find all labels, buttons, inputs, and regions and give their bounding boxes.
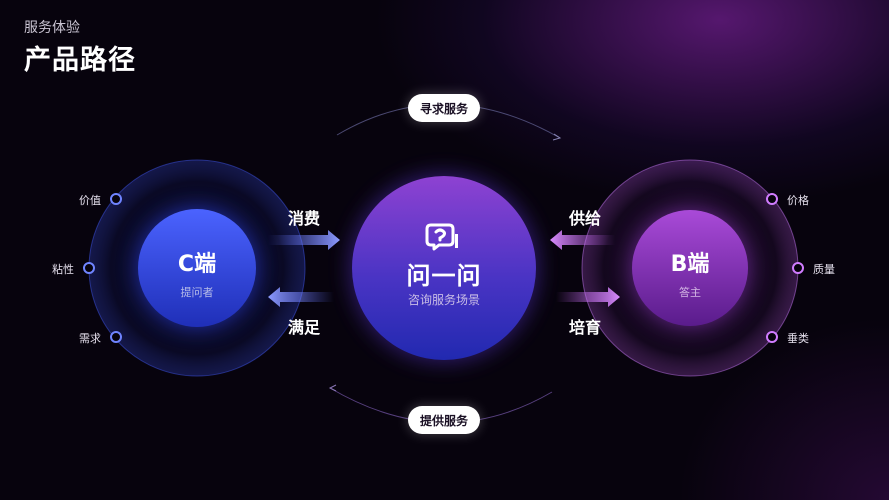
supply-label: 供给 [568, 209, 601, 228]
c-attr-demand-label: 需求 [79, 332, 101, 345]
arrow-nurture [556, 287, 620, 307]
page-subtitle: 服务体验 [24, 20, 80, 36]
top-orbit-arrowhead [552, 133, 562, 141]
arrow-supply [550, 230, 615, 250]
satisfy-label: 满足 [287, 318, 320, 337]
c-attr-dot-3 [110, 331, 122, 343]
arrow-satisfy [268, 287, 334, 307]
consume-label: 消费 [287, 209, 320, 228]
b-attr-dot-1 [766, 193, 778, 205]
c-node-subtitle: 提问者 [180, 286, 214, 299]
b-node: B端 答主 [640, 246, 740, 300]
c-inner-circle [138, 209, 256, 327]
c-attr-dot-1 [110, 193, 122, 205]
page-title: 产品路径 [24, 45, 136, 76]
question-mark-logo-icon [425, 223, 458, 251]
c-attr-dot-2 [83, 262, 95, 274]
provide-service-pill: 提供服务 [408, 406, 480, 434]
c-attr-value-label: 价值 [79, 194, 101, 207]
c-node-title: C端 [177, 252, 217, 277]
b-node-title: B端 [670, 252, 710, 277]
center-subtitle: 咨询服务场景 [407, 293, 480, 307]
c-attr-stickiness-label: 粘性 [52, 263, 74, 276]
b-attr-price-label: 价格 [787, 194, 809, 207]
center-title: 问一问 [406, 262, 482, 290]
arrow-consume [268, 230, 340, 250]
b-attr-category-label: 垂类 [787, 332, 809, 345]
b-attr-dot-2 [792, 262, 804, 274]
nurture-label: 培育 [568, 318, 601, 337]
b-inner-circle [632, 210, 748, 326]
b-attr-dot-3 [766, 331, 778, 343]
b-node-subtitle: 答主 [679, 286, 701, 299]
center-circle [352, 176, 536, 360]
seek-service-pill: 寻求服务 [408, 94, 480, 122]
b-attr-quality-label: 质量 [813, 263, 835, 276]
c-node: C端 提问者 [147, 246, 247, 300]
bottom-orbit-arrowhead [328, 384, 337, 392]
